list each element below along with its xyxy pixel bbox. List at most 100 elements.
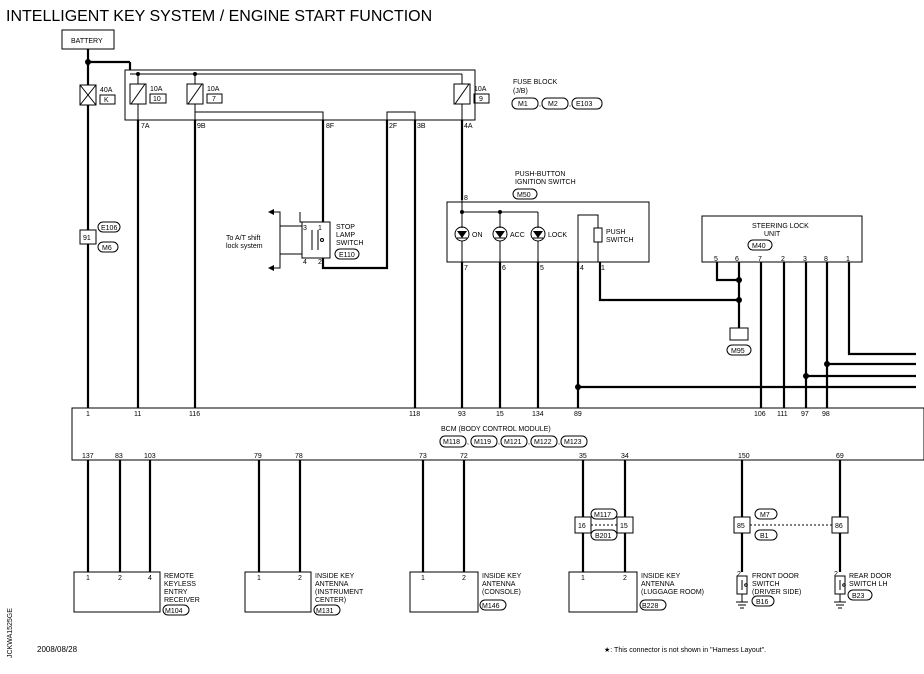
fuse-7-amp: 10A	[207, 86, 220, 93]
fuse-pin-9b: 9B	[197, 123, 206, 130]
antenna-luggage-pin-1: 1	[581, 575, 585, 582]
antenna-console-label-1: INSIDE KEY	[482, 573, 522, 580]
bcm-pin-118: 118	[409, 411, 420, 418]
bcm-pin-150: 150	[738, 453, 750, 460]
fuse-9-id: 9	[479, 96, 483, 103]
junction-86-pin: 86	[835, 523, 843, 530]
svg-text:,: ,	[558, 439, 560, 446]
steering-lock-pin-5: 5	[714, 256, 718, 263]
receiver-label-3: ENTRY	[164, 589, 188, 596]
bcm-pin-72: 72	[460, 453, 468, 460]
connector-m131-label: M131	[316, 608, 334, 615]
svg-text:,: ,	[467, 439, 469, 446]
steering-lock-label-1: STEERING LOCK	[752, 223, 809, 230]
antenna-instrument-label-2: ANTENNA	[315, 581, 349, 588]
bcm-pin-1: 1	[86, 411, 90, 418]
antenna-luggage-label-2: ANTENNA	[641, 581, 675, 588]
push-switch-label-2: SWITCH	[606, 237, 634, 244]
connector-m146	[479, 599, 507, 611]
fuse-block-label: FUSE BLOCK	[513, 79, 558, 86]
antenna-instrument-pin-1: 1	[257, 575, 261, 582]
stop-lamp-label-2: LAMP	[336, 232, 355, 239]
fuse-7-id: 7	[212, 96, 216, 103]
fuse-pin-3b: 3B	[417, 123, 426, 130]
svg-text:,: ,	[498, 439, 500, 446]
connector-b16	[751, 595, 775, 607]
stop-lamp-pin-2: 2	[318, 259, 322, 266]
front-door-label-1: FRONT DOOR	[752, 573, 799, 580]
push-button-pin-4: 4	[580, 265, 584, 272]
bcm-pin-106: 106	[754, 411, 766, 418]
fuse-pin-2f: 2F	[389, 123, 397, 130]
antenna-console-label-2: ANTENNA	[482, 581, 516, 588]
push-switch-label-1: PUSH	[606, 229, 625, 236]
bcm-pin-134: 134	[532, 411, 544, 418]
stop-lamp-label-3: SWITCH	[336, 240, 364, 247]
receiver-label-1: REMOTE	[164, 573, 194, 580]
bcm-pin-35: 35	[579, 453, 587, 460]
fuse-pin-7a: 7A	[141, 123, 150, 130]
push-button-pin-7: 7	[464, 265, 468, 272]
connector-m7-label: M7	[760, 512, 770, 519]
connector-m2-label: M2	[548, 101, 558, 108]
side-code: JCKWA1525GE	[7, 608, 14, 658]
at-shift-note-2: lock system	[226, 243, 263, 250]
at-shift-note-1: To A/T shift	[226, 235, 261, 242]
stop-lamp-pin-1: 1	[318, 225, 322, 232]
fuse-9-amp: 10A	[474, 86, 487, 93]
push-button-pin-5: 5	[540, 265, 544, 272]
bcm-pin-98: 98	[822, 411, 830, 418]
receiver-pin-4: 4	[148, 575, 152, 582]
antenna-instrument-label-4: CENTER)	[315, 597, 346, 604]
connector-e103-label: E103	[576, 101, 592, 108]
connector-e110	[334, 248, 360, 260]
svg-text:,: ,	[569, 101, 571, 108]
receiver-pin-1: 1	[86, 575, 90, 582]
steering-lock-pin-1: 1	[846, 256, 850, 263]
push-button-pin-6: 6	[502, 265, 506, 272]
stop-lamp-label-1: STOP	[336, 224, 355, 231]
push-button-label-1: PUSH-BUTTON	[515, 171, 565, 178]
connector-e110-label: E110	[339, 252, 355, 259]
connector-m95-label: M95	[731, 348, 745, 355]
front-door-label-2: SWITCH	[752, 581, 780, 588]
push-button-pin-1: 1	[601, 265, 605, 272]
bcm-pin-79: 79	[254, 453, 262, 460]
antenna-console-pin-1: 1	[421, 575, 425, 582]
connector-b1	[754, 529, 778, 541]
antenna-luggage-label-3: (LUGGAGE ROOM)	[641, 589, 704, 596]
connector-m117-label: M117	[594, 512, 611, 519]
push-button-switch-box	[446, 201, 650, 263]
svg-text:,: ,	[528, 439, 530, 446]
antenna-console-box	[409, 571, 479, 613]
fuse-40a-amp: 40A	[100, 87, 113, 94]
connector-m1-label: M1	[518, 101, 528, 108]
fuse-pin-8f: 8F	[326, 123, 334, 130]
push-button-lock-label: LOCK	[548, 232, 567, 239]
connector-m123-label: M123	[564, 439, 582, 446]
connector-m1	[511, 97, 539, 110]
fuse-10-id: 10	[153, 96, 161, 103]
connector-m2	[541, 97, 569, 110]
steering-lock-pin-8: 8	[824, 256, 828, 263]
bcm-pin-15: 15	[496, 411, 504, 418]
bcm-pin-89: 89	[574, 411, 582, 418]
bcm-pin-116: 116	[189, 411, 200, 418]
connector-e106-label: E106	[101, 225, 117, 232]
bcm-pin-103: 103	[144, 453, 156, 460]
connector-b16-label: B16	[756, 599, 769, 606]
rear-door-pin-2: 2	[834, 571, 838, 578]
connector-m40-label: M40	[752, 243, 766, 250]
steering-lock-pin-6: 6	[735, 256, 739, 263]
connector-m146-label: M146	[482, 603, 500, 610]
connector-m50	[512, 188, 538, 200]
fuse-10-amp: 10A	[150, 86, 163, 93]
diagram-date: 2008/08/28	[37, 645, 78, 654]
bcm-pin-137: 137	[82, 453, 94, 460]
junction-91-pin: 91	[83, 235, 91, 242]
push-button-pin-8: 8	[464, 195, 468, 202]
junction-16-pin: 16	[578, 523, 586, 530]
push-switch-icon	[593, 227, 603, 243]
fuse-block-outline	[124, 69, 476, 121]
